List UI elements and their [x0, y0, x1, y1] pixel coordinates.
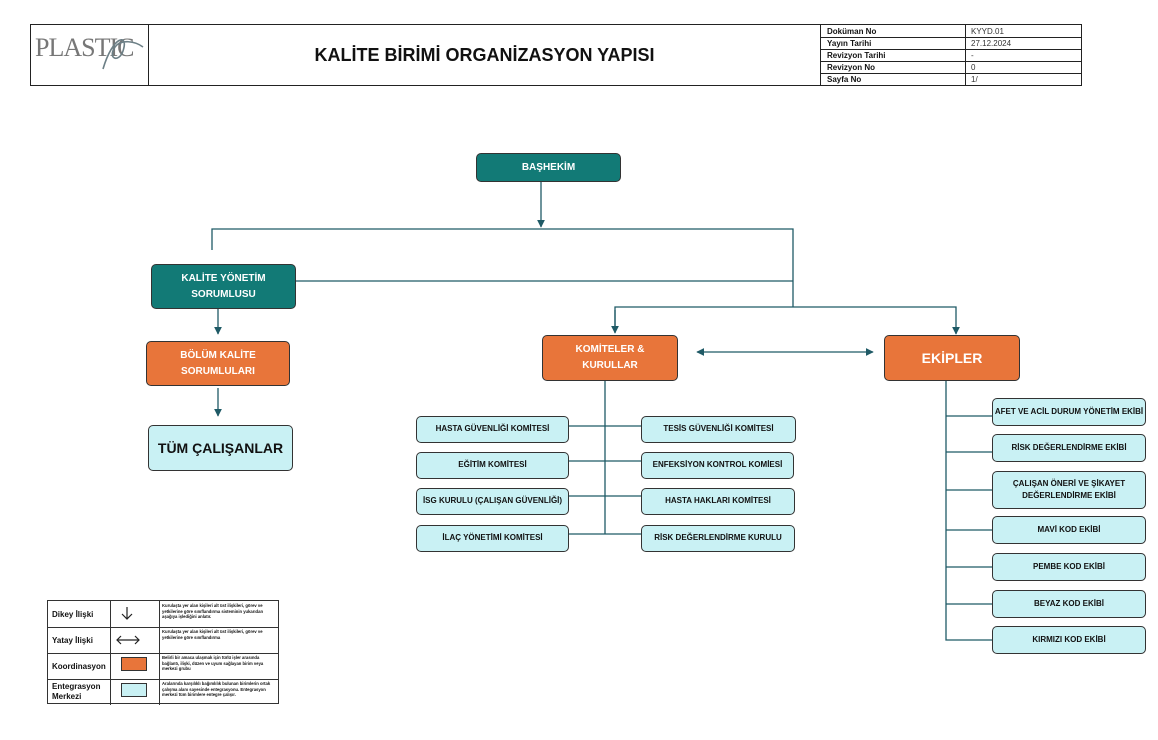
legend-symbol: [110, 601, 160, 627]
org-node-teams: EKİPLER: [884, 335, 1020, 381]
org-node-committees: KOMİTELER & KURULLAR: [542, 335, 678, 381]
committee-item: TESİS GÜVENLİĞİ KOMİTESİ: [641, 416, 796, 443]
committee-item: HASTA HAKLARI KOMİTESİ: [641, 488, 795, 515]
doc-info-label: Doküman No: [827, 27, 877, 36]
org-node-all-staff: TÜM ÇALIŞANLAR: [148, 425, 293, 471]
doc-info-label: Revizyon Tarihi: [827, 51, 886, 60]
doc-info-value: KYYD.01: [971, 27, 1004, 36]
doc-info-value: 1/: [971, 75, 978, 84]
legend-term: Entegrasyon Merkezi: [52, 682, 101, 702]
legend-symbol: [110, 627, 160, 653]
orange-swatch: [121, 657, 147, 671]
legend: Dikey İlişki Kurulaşta yer alan kişileri…: [47, 600, 279, 705]
down-arrow-icon: [121, 607, 133, 620]
org-node-dept-quality: BÖLÜM KALİTE SORUMLULARI: [146, 341, 290, 386]
legend-row: Dikey İlişki Kurulaşta yer alan kişileri…: [48, 601, 278, 628]
committee-item: ENFEKSİYON KONTROL KOMİESİ: [641, 452, 794, 479]
legend-row: Koordinasyon Belirli bir amaca ulaşmak i…: [48, 653, 278, 680]
doc-info-row: Sayfa No 1/: [821, 73, 1082, 85]
legend-row: Yatay İlişki Kurulaşta yer alan kişileri…: [48, 627, 278, 654]
legend-desc: Belirli bir amaca ulaşmak için türlü işl…: [162, 655, 264, 672]
team-item: RİSK DEĞERLENDİRME EKİBİ: [992, 434, 1146, 462]
doc-info-label: Sayfa No: [827, 75, 862, 84]
committee-item: RİSK DEĞERLENDİRME KURULU: [641, 525, 795, 552]
committee-item: İLAÇ YÖNETİMİ KOMİTESİ: [416, 525, 569, 552]
legend-term: Yatay İlişki: [52, 636, 93, 645]
legend-desc: Kurulaşta yer alan kişileri alt üst iliş…: [162, 629, 263, 640]
doc-info-row: Yayın Tarihi 27.12.2024: [821, 37, 1082, 50]
doc-info-value: -: [971, 51, 974, 60]
team-item: MAVİ KOD EKİBİ: [992, 516, 1146, 544]
document-info-table: Doküman No KYYD.01 Yayın Tarihi 27.12.2024…: [821, 25, 1082, 85]
team-item: BEYAZ KOD EKİBİ: [992, 590, 1146, 618]
legend-symbol: [110, 653, 160, 679]
left-right-arrow-icon: [116, 635, 140, 645]
team-item: ÇALIŞAN ÖNERİ VE ŞİKAYET DEĞERLENDİRME E…: [992, 471, 1146, 509]
legend-row: Entegrasyon Merkezi Aralarında karşılıkl…: [48, 679, 278, 705]
team-item: KIRMIZI KOD EKİBİ: [992, 626, 1146, 654]
lightblue-swatch: [121, 683, 147, 697]
team-item: PEMBE KOD EKİBİ: [992, 553, 1146, 581]
legend-symbol: [110, 679, 160, 705]
doc-info-label: Revizyon No: [827, 63, 876, 72]
legend-term: Koordinasyon: [52, 662, 106, 671]
org-node-root: BAŞHEKİM: [476, 153, 621, 182]
doc-info-value: 0: [971, 63, 976, 72]
page-title: KALİTE BİRİMİ ORGANİZASYON YAPISI: [149, 25, 821, 85]
committee-item: İSG KURULU (ÇALIŞAN GÜVENLİĞİ): [416, 488, 569, 515]
legend-desc: Kurulaşta yer alan kişileri alt üst iliş…: [162, 603, 263, 620]
legend-desc: Aralarında karşılıklı bağımlılık bulunan…: [162, 681, 271, 698]
doc-info-row: Doküman No KYYD.01: [821, 25, 1082, 38]
org-node-quality-manager: KALİTE YÖNETİM SORUMLUSU: [151, 264, 296, 309]
logo-swirl-icon: [102, 39, 144, 70]
committee-item: EĞİTİM KOMİTESİ: [416, 452, 569, 479]
committee-item: HASTA GÜVENLİĞİ KOMİTESİ: [416, 416, 569, 443]
doc-info-row: Revizyon No 0: [821, 61, 1082, 74]
team-item: AFET VE ACİL DURUM YÖNETİM EKİBİ: [992, 398, 1146, 426]
doc-info-label: Yayın Tarihi: [827, 39, 872, 48]
doc-info-value: 27.12.2024: [971, 39, 1012, 48]
doc-info-row: Revizyon Tarihi -: [821, 49, 1082, 62]
legend-term: Dikey İlişki: [52, 610, 94, 619]
logo-cell: PLASTIC: [31, 25, 149, 85]
document-header: PLASTIC KALİTE BİRİMİ ORGANİZASYON YAPIS…: [30, 24, 1082, 86]
